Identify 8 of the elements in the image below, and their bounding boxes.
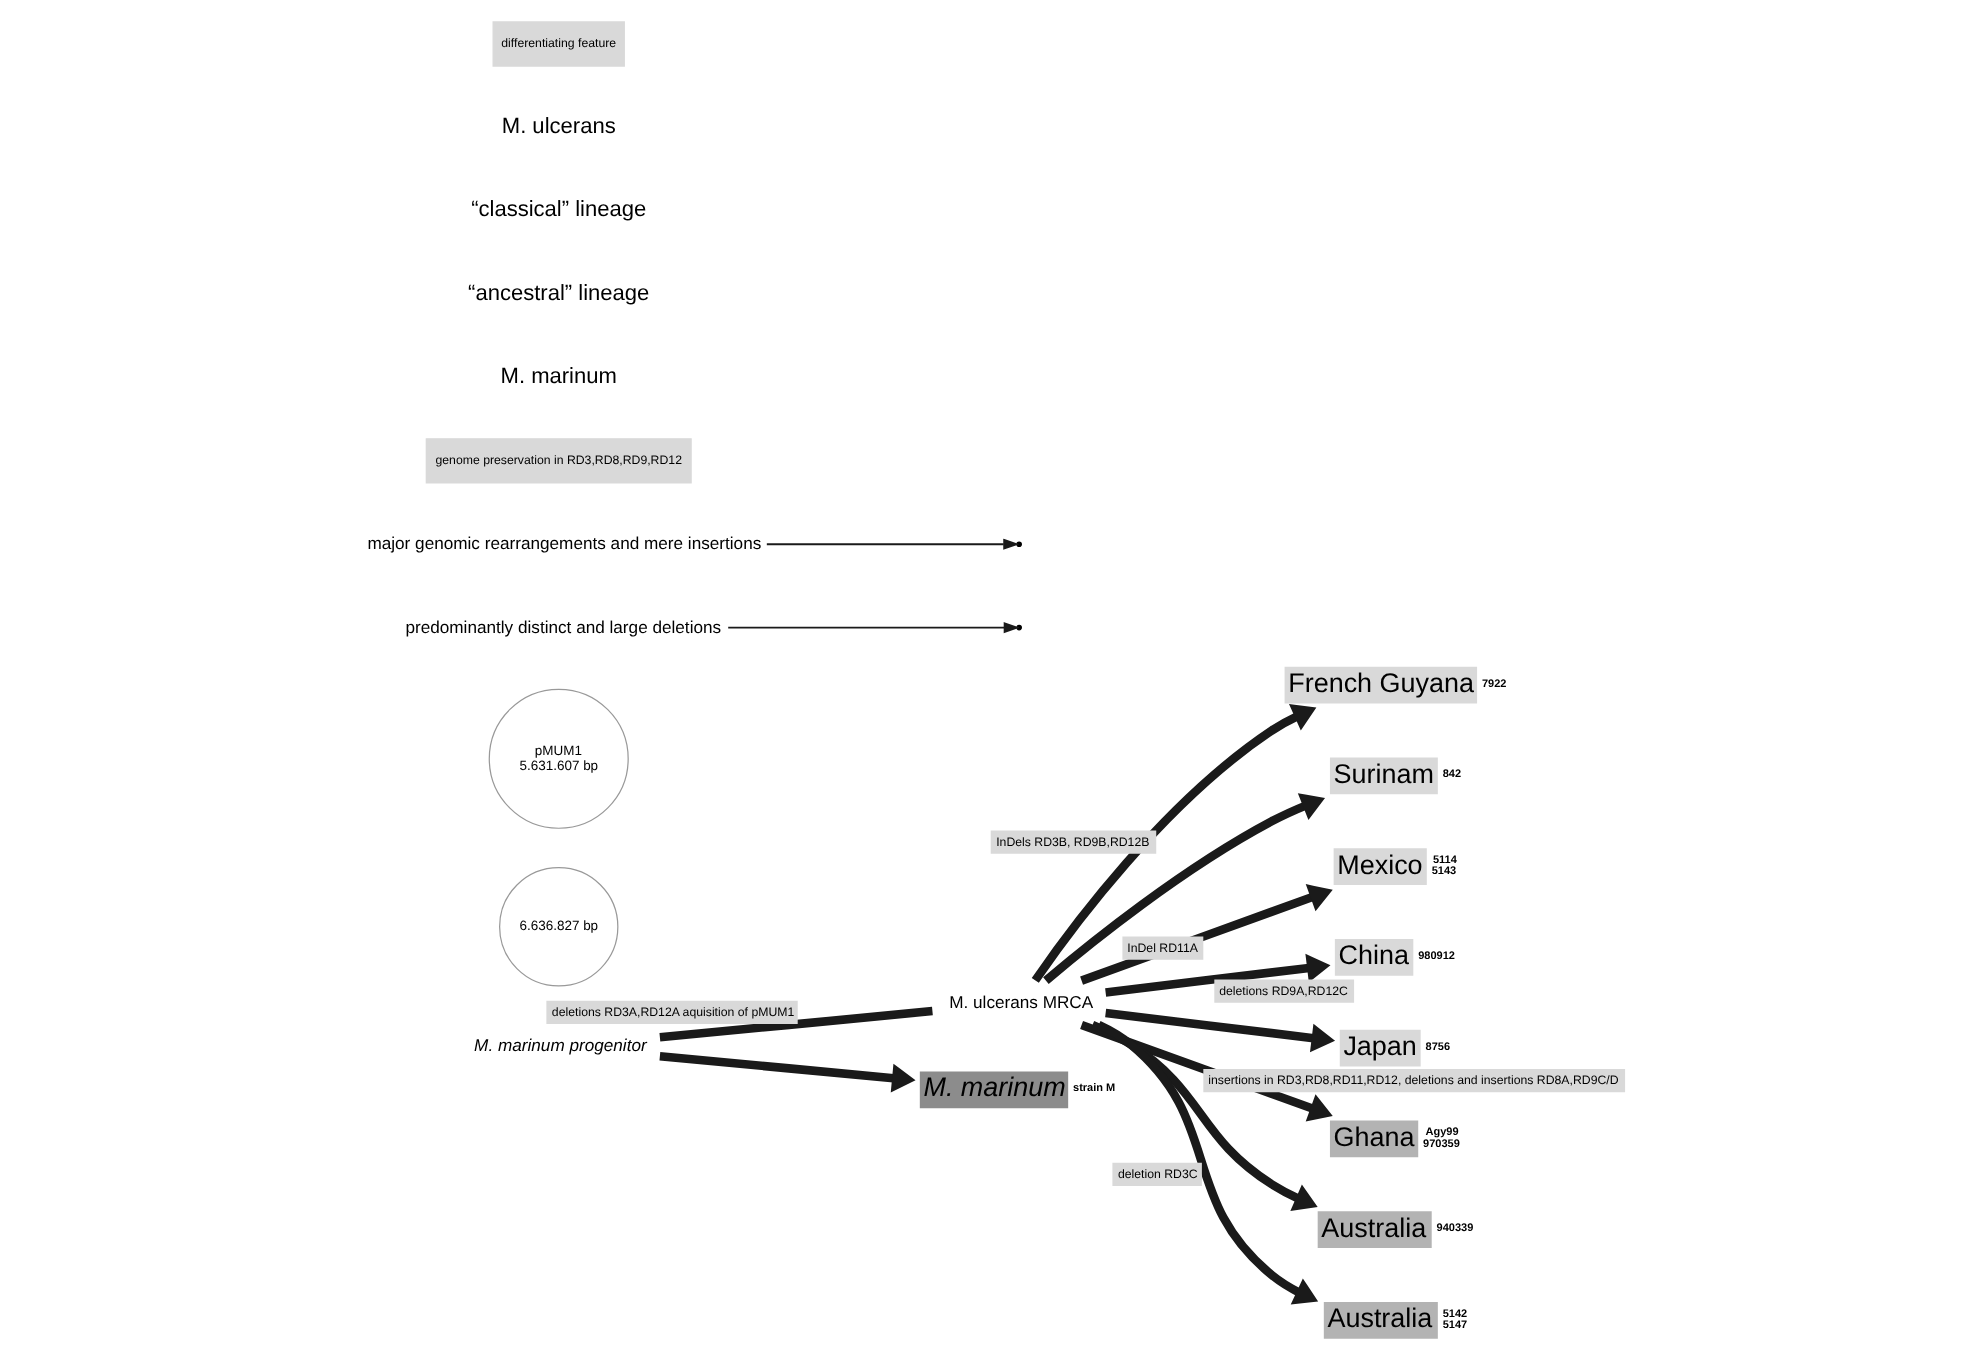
label: “ancestral” lineage bbox=[467, 281, 649, 306]
node-text: major genomic rearrangements and mere insertions bbox=[366, 533, 761, 554]
label: M. marinum bbox=[499, 364, 616, 389]
label: M. ulcerans bbox=[500, 114, 615, 139]
node-text: M. ulcerans MRCA bbox=[948, 991, 1093, 1012]
label: “classical” lineage bbox=[470, 198, 646, 223]
node-text: predominantly distinct and large deletions bbox=[404, 616, 721, 637]
node-text: M. marinum progenitor bbox=[473, 1034, 646, 1055]
